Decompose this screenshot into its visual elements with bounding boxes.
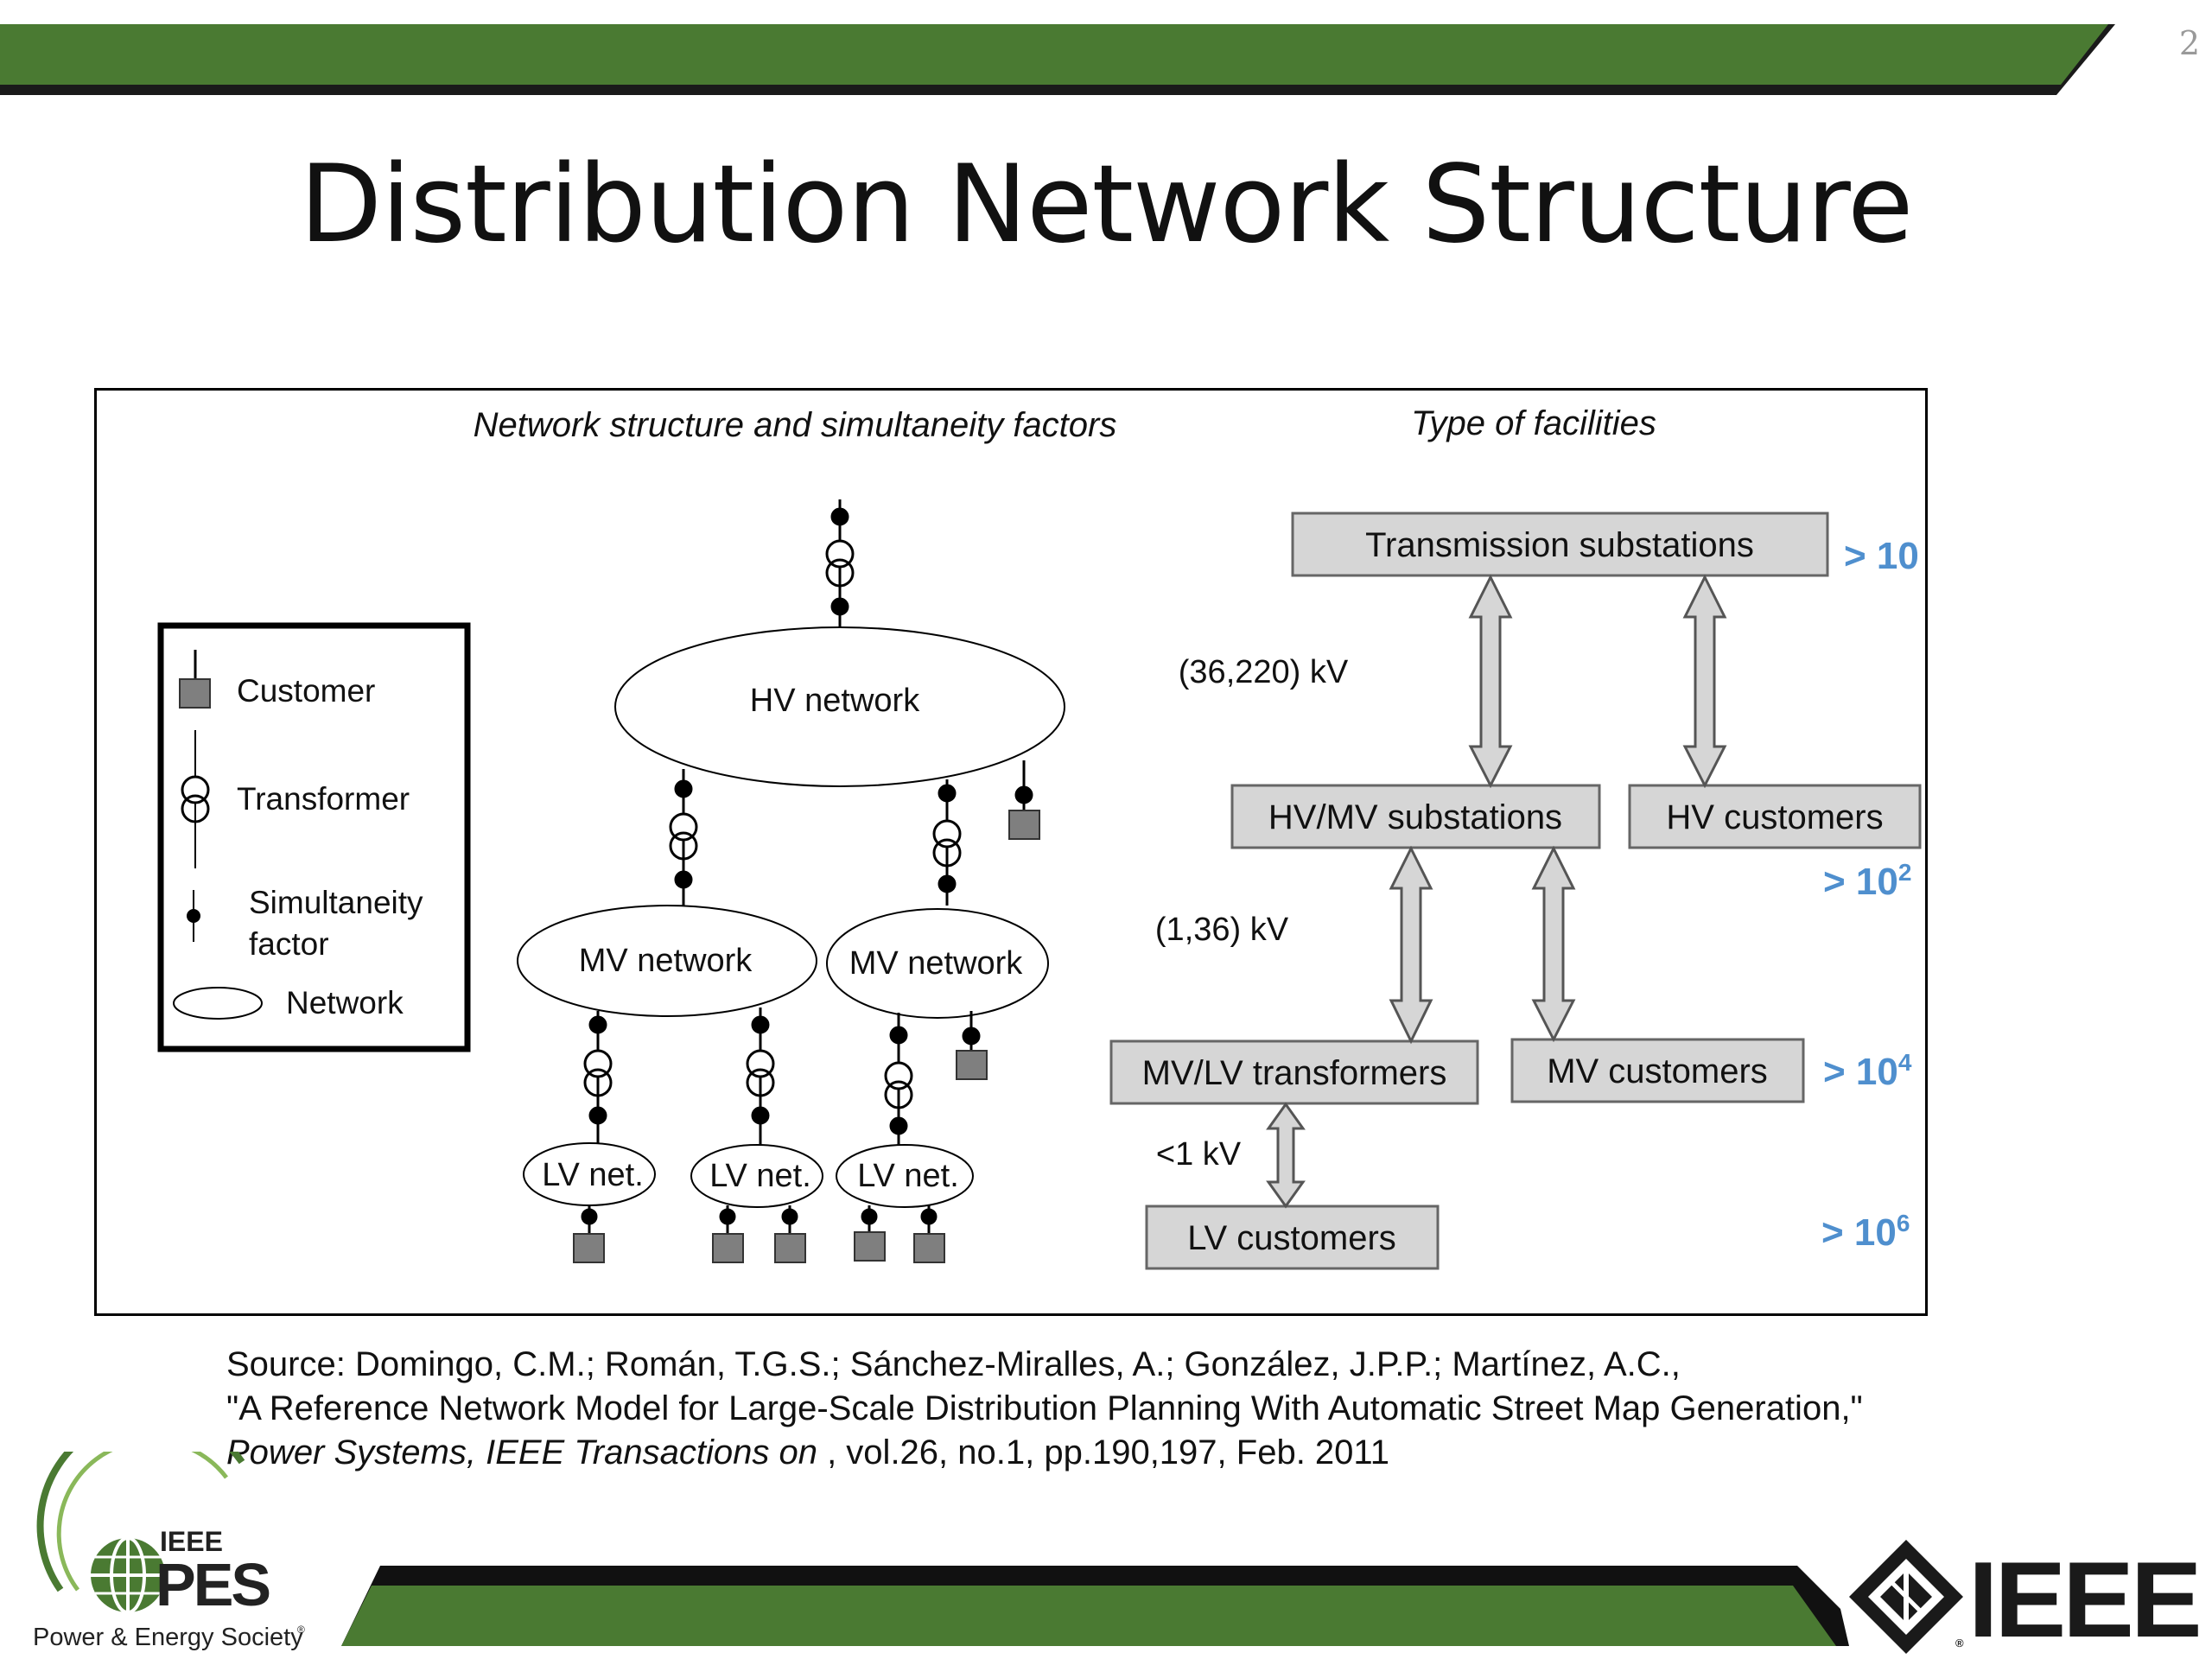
arrow-mvlv-lvcustomers: [1266, 1102, 1306, 1209]
legend-simultaneity-symbol: [187, 890, 200, 942]
mv-network-right-label: MV network: [849, 945, 1024, 982]
ieee-registered-mark: ®: [1955, 1637, 1964, 1649]
legend-network-symbol: [173, 987, 263, 1020]
transmission-substations-box: Transmission substations: [1365, 526, 1754, 564]
source-citation-line2: "A Reference Network Model for Large-Sca…: [226, 1389, 1863, 1427]
ieee-pes-logo: IEEE PES Power & Energy Society ®: [33, 1452, 305, 1651]
globe-icon: [91, 1536, 165, 1614]
facility-boxes: [1109, 512, 1922, 1270]
voltage-medium-label: (1,36) kV: [1155, 912, 1289, 948]
page-number: 2: [2178, 24, 2200, 62]
mv-network-left-label: MV network: [579, 943, 753, 979]
lv-customers-box: LV customers: [1187, 1219, 1396, 1257]
hv-customers-box: HV customers: [1666, 798, 1883, 836]
slide-title: Distribution Network Structure: [299, 143, 1914, 267]
arrow-transmission-hvmv: [1468, 574, 1513, 789]
source-journal: Power Systems, IEEE Transactions on: [226, 1433, 817, 1471]
lv-net-label-2: LV net.: [709, 1158, 811, 1194]
hvmv-substations-box: HV/MV substations: [1268, 798, 1562, 836]
top-banner: [0, 24, 2115, 95]
pes-logo-ieee-text: IEEE: [160, 1526, 223, 1557]
source-details: , vol.26, no.1, pp.190,197, Feb. 2011: [817, 1433, 1389, 1471]
arrow-hvmv-mvlv: [1389, 845, 1433, 1045]
legend-transformer-symbol: [181, 730, 210, 868]
order-lv: > 106: [1821, 1210, 1910, 1254]
bottom-banner: [341, 1566, 1849, 1646]
ieee-diamond-icon: [1849, 1540, 1963, 1654]
mv-customers-box: MV customers: [1547, 1052, 1768, 1090]
voltage-low-label: <1 kV: [1156, 1136, 1242, 1173]
legend-simultaneity-label-1: Simultaneity: [249, 885, 423, 920]
order-hv: > 102: [1823, 859, 1911, 903]
mvlv-transformers-box: MV/LV transformers: [1142, 1054, 1447, 1092]
lv-net-label-3: LV net.: [857, 1158, 959, 1194]
legend: Customer Transformer Simultaneity factor…: [157, 622, 471, 1052]
order-transmission: > 10: [1844, 535, 1919, 577]
voltage-high-label: (36,220) kV: [1179, 654, 1349, 690]
source-citation-line1: Source: Domingo, C.M.; Román, T.G.S.; Sá…: [226, 1345, 1681, 1383]
source-citation-line3: Power Systems, IEEE Transactions on , vo…: [226, 1433, 1389, 1472]
network-tree: [517, 499, 1065, 1263]
pes-logo-registered: ®: [297, 1624, 305, 1636]
pes-logo-pes-text: PES: [156, 1551, 269, 1618]
legend-transformer-label: Transformer: [237, 781, 410, 817]
legend-simultaneity-label-2: factor: [249, 926, 329, 962]
lv-net-label-1: LV net.: [542, 1157, 644, 1193]
hv-network-label: HV network: [750, 683, 920, 719]
figure-frame: [94, 388, 1928, 1316]
double-arrows: [1266, 574, 1727, 1209]
legend-customer-label: Customer: [237, 673, 375, 709]
ieee-logo: ® IEEE: [1849, 1540, 2202, 1659]
network-structure-heading: Network structure and simultaneity facto…: [474, 406, 1117, 444]
pes-logo-tagline: Power & Energy Society: [33, 1624, 303, 1651]
legend-customer-symbol: [179, 650, 211, 709]
legend-network-label: Network: [286, 985, 404, 1020]
order-mv: > 104: [1823, 1049, 1912, 1093]
arrow-hvmv-mvcustomers: [1531, 845, 1576, 1043]
facilities-heading: Type of facilities: [1411, 404, 1656, 442]
ieee-logo-text: IEEE: [1968, 1541, 2199, 1659]
arrow-transmission-hvcustomers: [1682, 574, 1727, 789]
